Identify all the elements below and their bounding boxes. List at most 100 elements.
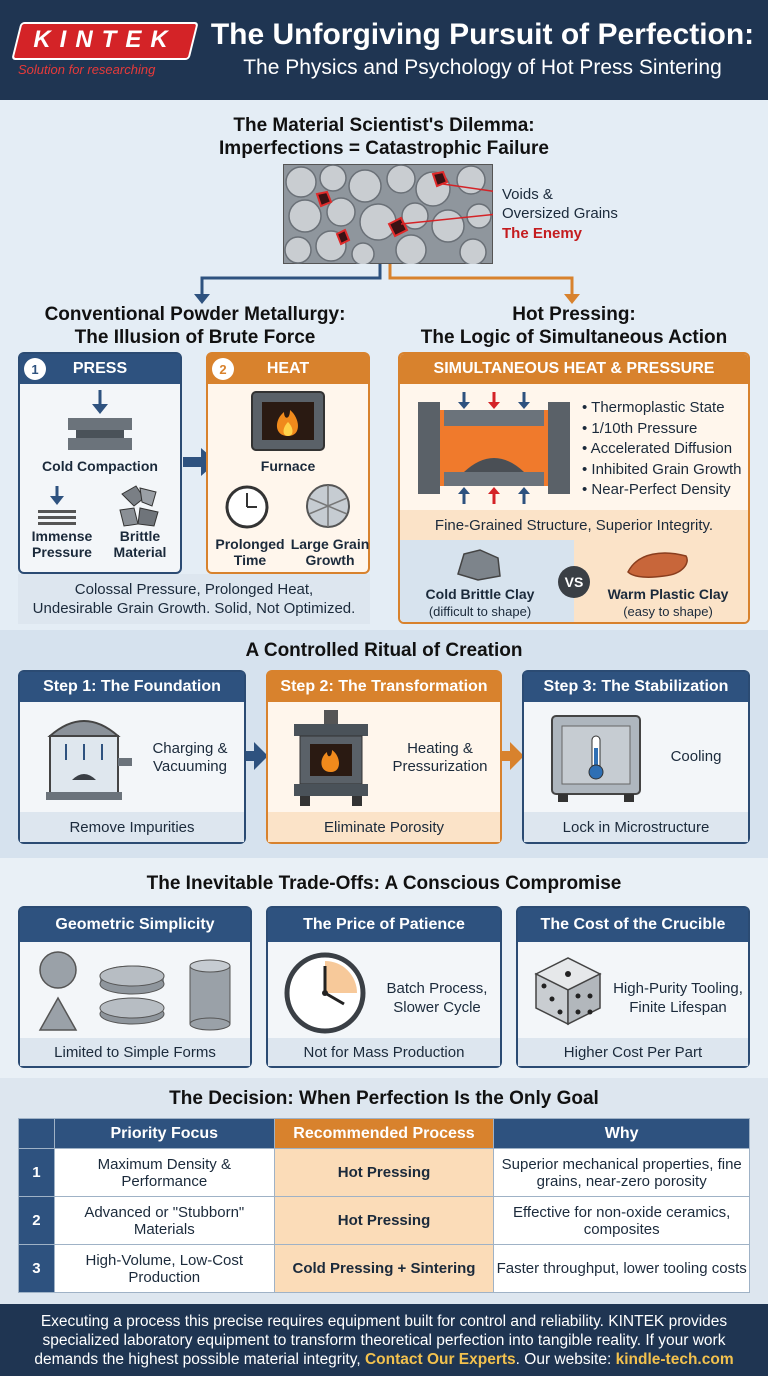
logo-text: KINTEK [33, 26, 177, 53]
row-process: Hot Pressing [273, 1148, 495, 1197]
hot-pressing-title-1: Hot Pressing: [512, 304, 636, 325]
dilemma-title-1: The Material Scientist's Dilemma: [233, 115, 535, 136]
hot-press-furnace-icon [294, 710, 368, 806]
step-2-card: Step 2: The Transformation Heating & Pre… [266, 670, 502, 844]
microstructure-image [283, 164, 493, 264]
crucible-text-1: High-Purity Tooling, [613, 980, 743, 997]
col-process: Recommended Process [273, 1118, 495, 1149]
step-2-text-1: Heating & [407, 740, 473, 757]
grain-icon [306, 484, 350, 528]
patience-text-2: Slower Cycle [393, 999, 481, 1016]
tradeoffs-title: The Inevitable Trade-Offs: A Conscious C… [146, 873, 622, 894]
patience-header: The Price of Patience [268, 908, 500, 942]
press-card: 1 PRESS Cold Compaction Immense Pressure… [18, 352, 182, 574]
footer-text: Executing a process this precise require… [34, 1313, 728, 1368]
tradeoff-card-patience: The Price of Patience Batch Process, Slo… [266, 906, 502, 1068]
patience-foot: Not for Mass Production [268, 1038, 500, 1066]
row-number: 3 [18, 1244, 55, 1293]
cold-clay-icon [457, 549, 501, 581]
hot-pressing-header: SIMULTANEOUS HEAT & PRESSURE [400, 354, 748, 384]
step-1-header: Step 1: The Foundation [20, 672, 244, 702]
press-heading: PRESS [72, 360, 128, 377]
logo-tagline: Solution for researching [18, 62, 156, 77]
row-why: Effective for non-oxide ceramics, compos… [493, 1196, 750, 1245]
ritual-title: A Controlled Ritual of Creation [245, 640, 523, 661]
cold-clay-sub: (difficult to shape) [428, 604, 532, 619]
step-3-text-1: Cooling [670, 748, 722, 765]
brittle-material-label: Brittle Material [113, 528, 167, 560]
press-card-header: 1 PRESS [20, 354, 180, 384]
hot-pressing-card: SIMULTANEOUS HEAT & PRESSURE • Thermopla… [398, 352, 750, 624]
contact-experts-link[interactable]: Contact Our Experts [364, 1351, 516, 1368]
hot-pressing-summary: Fine-Grained Structure, Superior Integri… [400, 510, 748, 540]
table-row: 2 Advanced or "Stubborn" Materials Hot P… [18, 1196, 750, 1245]
footer-text-2: . Our website: [515, 1351, 612, 1368]
table-row: 1 Maximum Density & Performance Hot Pres… [18, 1148, 750, 1197]
simple-shapes-icon [38, 951, 231, 1031]
crucible-header: The Cost of the Crucible [518, 908, 748, 942]
bullet-5: • Near-Perfect Density [582, 481, 731, 498]
heat-number: 2 [212, 358, 234, 380]
heat-heading: HEAT [266, 360, 310, 377]
step-1-card: Step 1: The Foundation Charging & Vacuum… [18, 670, 246, 844]
wall-clock-icon [284, 952, 366, 1034]
dice-icon [534, 957, 602, 1026]
heat-card-header: 2 HEAT [208, 354, 368, 384]
bullet-2: • 1/10th Pressure [582, 419, 698, 437]
row-priority: High-Volume, Low-Cost Production [53, 1244, 275, 1293]
bullet-1: • Thermoplastic State [582, 399, 725, 416]
tradeoff-card-geometry: Geometric Simplicity Limited to Simple F… [18, 906, 252, 1068]
row-priority: Maximum Density & Performance [53, 1148, 275, 1197]
geometry-foot: Limited to Simple Forms [20, 1038, 250, 1066]
warm-clay-icon [627, 552, 688, 578]
step-2-text-2: Pressurization [392, 758, 488, 775]
branch-arrows [194, 264, 580, 304]
conventional-title-2: The Illusion of Brute Force [74, 327, 316, 348]
row-why: Superior mechanical properties, fine gra… [493, 1148, 750, 1197]
clock-icon [225, 485, 269, 529]
bullet-4: • Inhibited Grain Growth [582, 460, 742, 478]
table-header-row: Priority Focus Recommended Process Why [18, 1118, 750, 1149]
table-row: 3 High-Volume, Low-Cost Production Cold … [18, 1244, 750, 1293]
hot-pressing-bullets: • Thermoplastic State • 1/10th Pressure … [582, 398, 742, 501]
press-number: 1 [24, 358, 46, 380]
table-corner [18, 1118, 55, 1149]
cold-compaction-label: Cold Compaction [42, 458, 158, 474]
step-2-header: Step 2: The Transformation [268, 672, 500, 702]
step-1-foot: Remove Impurities [20, 812, 244, 842]
geometry-header: Geometric Simplicity [20, 908, 250, 942]
warm-clay-sub: (easy to shape) [623, 604, 713, 619]
row-process: Hot Pressing [273, 1196, 495, 1245]
hot-pressing-title-2: The Logic of Simultaneous Action [420, 327, 728, 348]
step-2-foot: Eliminate Porosity [268, 812, 500, 842]
tradeoff-card-crucible: The Cost of the Crucible High-Purity Too… [516, 906, 750, 1068]
row-process: Cold Pressing + Sintering [273, 1244, 495, 1293]
page-subtitle: The Physics and Psychology of Hot Press … [243, 56, 722, 79]
footer: Executing a process this precise require… [0, 1304, 768, 1376]
col-priority: Priority Focus [53, 1118, 275, 1149]
cooling-chamber-icon [551, 715, 641, 802]
heat-card: 2 HEAT Furnace Prolonged Time Large Grai… [206, 352, 370, 574]
hot-press-diagram [418, 392, 570, 504]
warm-clay-title: Warm Plastic Clay [607, 586, 729, 602]
pressure-icon [38, 486, 76, 525]
bullet-3: • Accelerated Diffusion [582, 440, 733, 457]
website-link[interactable]: kindle-tech.com [615, 1351, 734, 1368]
decision-table: Priority Focus Recommended Process Why 1… [18, 1118, 750, 1293]
step-1-text-2: Vacuuming [153, 758, 227, 775]
crucible-foot: Higher Cost Per Part [518, 1038, 748, 1066]
prolonged-time-label: Prolonged Time [215, 536, 285, 568]
vs-badge: VS [558, 566, 590, 598]
decision-title: The Decision: When Perfection Is the Onl… [169, 1088, 599, 1109]
crucible-text-2: Finite Lifespan [629, 999, 727, 1016]
row-why: Faster throughput, lower tooling costs [493, 1244, 750, 1293]
step-arrow-2 [502, 742, 524, 770]
step-3-header: Step 3: The Stabilization [524, 672, 748, 702]
large-grain-label: Large Grain Growth [290, 536, 370, 568]
step-1-text-1: Charging & [152, 740, 228, 757]
row-number: 2 [18, 1196, 55, 1245]
col-why: Why [493, 1118, 750, 1149]
page-title: The Unforgiving Pursuit of Perfection: [210, 18, 755, 51]
immense-pressure-label: Immense Pressure [31, 528, 93, 560]
cold-clay-title: Cold Brittle Clay [425, 586, 535, 602]
